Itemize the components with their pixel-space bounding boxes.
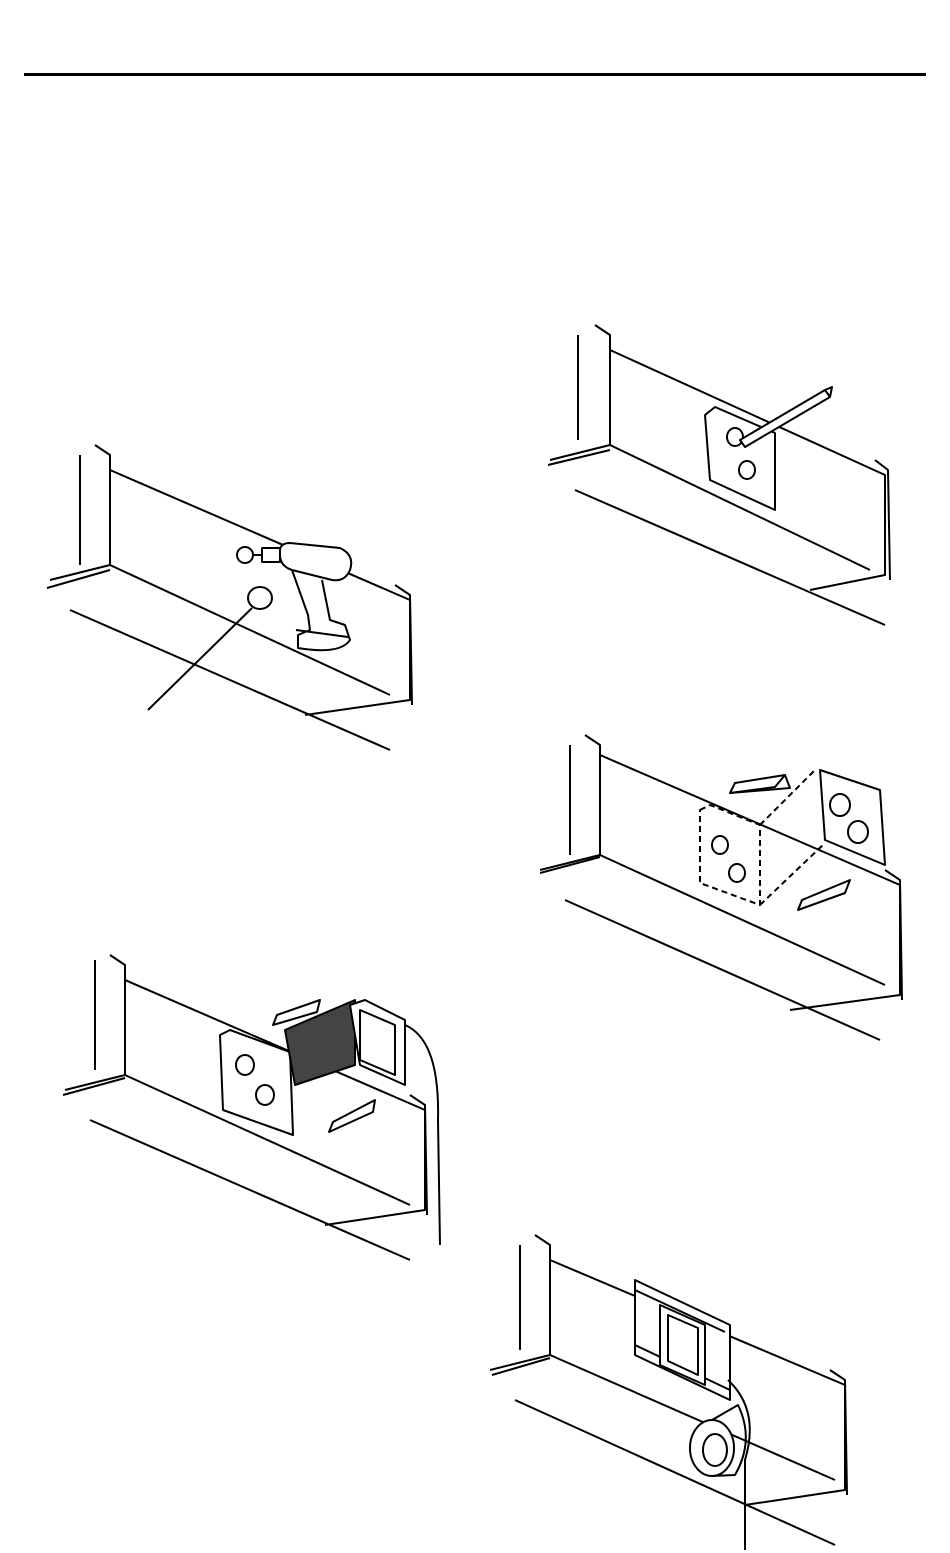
figure-attach-box [55, 940, 455, 1270]
figure-mark-template [540, 315, 900, 635]
beam-illustration [490, 1235, 847, 1545]
figure-mount-plate [540, 725, 910, 1045]
template-plate [705, 407, 775, 510]
plate-icon [220, 1030, 293, 1135]
junction-box-icon [285, 1000, 440, 1245]
header-rule [24, 73, 926, 76]
hole-icon [248, 587, 272, 609]
beam-illustration [47, 445, 412, 750]
figure-drill-hole [40, 430, 430, 760]
pencil-icon [740, 387, 832, 447]
plate-icon [820, 770, 885, 865]
figure-tape-seal [490, 1230, 860, 1553]
tape-roll-icon [690, 1380, 750, 1550]
